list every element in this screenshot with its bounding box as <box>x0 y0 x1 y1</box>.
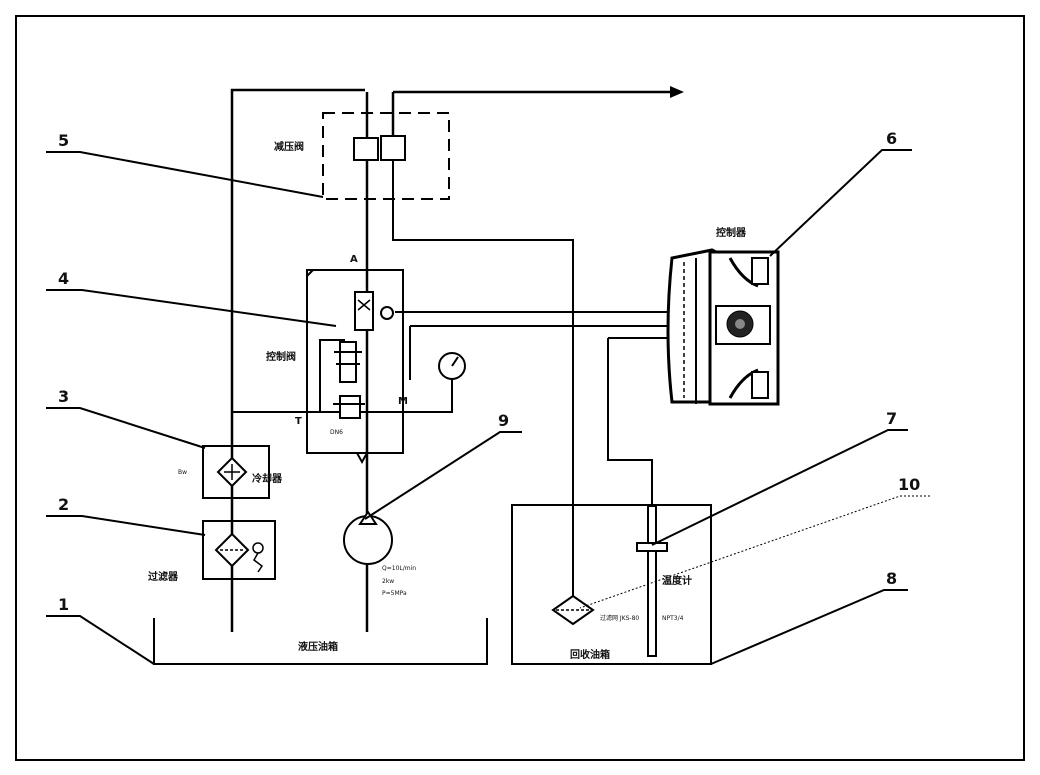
outer-frame <box>15 15 1025 761</box>
pump-spec-2: 2kw <box>382 578 394 585</box>
solenoid-valve <box>354 291 374 331</box>
callout-6: 6 <box>886 129 897 148</box>
port-t-label: T <box>295 416 302 427</box>
control-valve-block <box>306 269 404 454</box>
control-valve-label: 控制阀 <box>266 350 296 363</box>
check-valve <box>339 395 361 419</box>
pump-spec-1: Q=10L/min <box>382 565 416 572</box>
valve-note: DN6 <box>330 429 343 436</box>
filter-label: 过滤器 <box>148 570 179 583</box>
pressure-valve-group: 减压阀 <box>274 112 450 200</box>
pressure-valve-label: 减压阀 <box>274 140 304 153</box>
pump-spec-3: P=5MPa <box>382 590 407 597</box>
controller: 控制器 <box>666 226 780 406</box>
controller-lines <box>232 150 668 618</box>
callout-1: 1 <box>58 595 69 614</box>
callout-5: 5 <box>58 131 69 150</box>
strainer-note-right: NPT3/4 <box>662 615 684 622</box>
block-notch-bottom <box>356 452 368 465</box>
filter-box <box>202 520 276 580</box>
port-m-label: M <box>398 396 408 407</box>
port-a-label: A <box>350 254 358 265</box>
callout-2: 2 <box>58 495 69 514</box>
callout-4: 4 <box>58 269 69 288</box>
cooler-label: 冷却器 <box>252 472 283 485</box>
collect-tank: 回收油箱 <box>511 504 712 665</box>
valve-port-circle <box>380 306 394 320</box>
leader-lines <box>46 149 912 665</box>
filter-group: 过滤器 <box>148 520 276 583</box>
strainer: 过滤网 JKS-80 NPT3/4 <box>551 594 684 626</box>
callout-3: 3 <box>58 387 69 406</box>
hydraulic-tank-label: 液压油箱 <box>298 640 338 653</box>
controller-label: 控制器 <box>716 226 747 239</box>
pump-group: Q=10L/min 2kw P=5MPa <box>343 510 416 597</box>
thermometer-label: 温度计 <box>662 574 692 587</box>
block-notch-top <box>306 269 314 277</box>
pressure-valve-body-right <box>380 135 406 161</box>
callout-9: 9 <box>498 411 509 430</box>
callout-8: 8 <box>886 569 897 588</box>
cooler-group: 冷却器 Bw <box>178 445 283 499</box>
leader-line-10 <box>579 495 930 609</box>
callout-7: 7 <box>886 409 897 428</box>
cooler-tag: Bw <box>178 469 187 476</box>
relief-valve <box>339 341 357 383</box>
pressure-gauge <box>438 352 466 380</box>
arrow-head <box>670 86 684 98</box>
pressure-valve-box <box>322 112 450 200</box>
collect-tank-label: 回收油箱 <box>570 648 610 661</box>
control-valve-group: A T M 控制阀 DN6 <box>266 254 408 465</box>
cooler-box <box>202 445 270 499</box>
strainer-note-left: 过滤网 JKS-80 <box>600 614 639 622</box>
pressure-valve-body-left <box>353 137 379 161</box>
hydraulic-tank: 液压油箱 <box>153 618 488 665</box>
callout-10: 10 <box>898 475 920 494</box>
